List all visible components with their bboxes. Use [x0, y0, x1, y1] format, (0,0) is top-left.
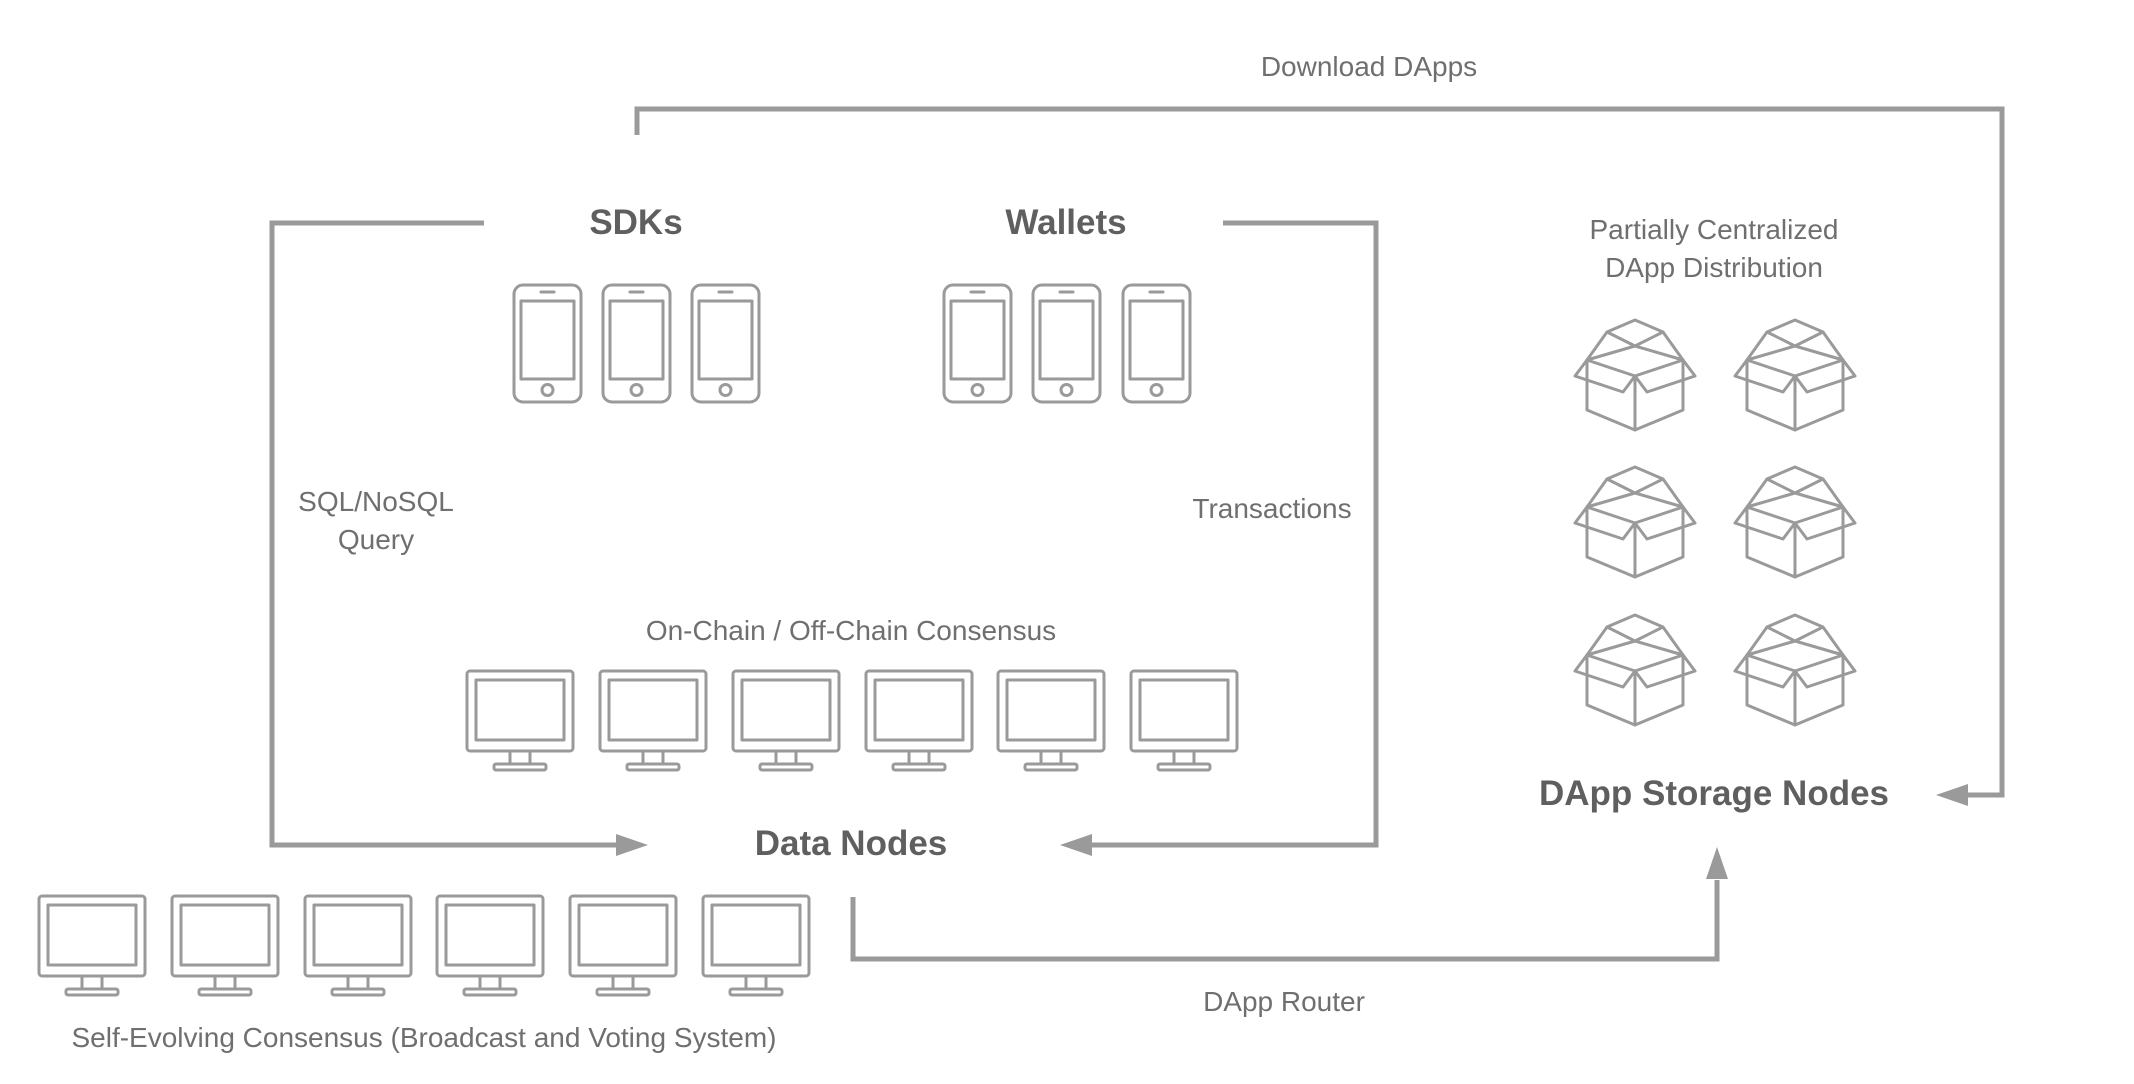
- open-box-icon: [1733, 318, 1857, 432]
- monitor-icon: [701, 894, 811, 997]
- data-nodes-heading: Data Nodes: [755, 824, 948, 863]
- connectors: [269, 106, 2005, 962]
- monitor-icon: [1129, 669, 1239, 772]
- sql-query-arrowhead: [616, 834, 648, 856]
- monitor-icon: [864, 669, 974, 772]
- monitor-icon: [465, 669, 575, 772]
- wallet-phones: [942, 283, 1192, 404]
- dapp-router-connector: [850, 880, 1720, 962]
- storage-boxes: [1573, 318, 1857, 727]
- data-node-monitors: [465, 669, 1239, 772]
- phone-icon: [1121, 283, 1192, 404]
- open-box-icon: [1733, 465, 1857, 579]
- monitor-icon: [598, 669, 708, 772]
- monitor-icon: [568, 894, 678, 997]
- monitor-icon: [37, 894, 147, 997]
- transactions-arrowhead: [1060, 834, 1092, 856]
- dapp-router-label: DApp Router: [1203, 986, 1365, 1017]
- sql-query-label-line1: SQL/NoSQL: [298, 486, 454, 517]
- wallets-heading: Wallets: [1005, 203, 1126, 242]
- transactions-connector: [1090, 220, 1379, 848]
- dapp-storage-nodes-heading: DApp Storage Nodes: [1539, 774, 1889, 813]
- sql-query-connector: [269, 220, 620, 848]
- self-evolving-consensus-label: Self-Evolving Consensus (Broadcast and V…: [71, 1022, 776, 1053]
- download-dapps-connector: [634, 106, 2005, 798]
- monitor-icon: [303, 894, 413, 997]
- transactions-label: Transactions: [1192, 493, 1351, 524]
- partially-centralized-label-line1: Partially Centralized: [1590, 214, 1839, 245]
- open-box-icon: [1573, 465, 1697, 579]
- phone-icon: [1031, 283, 1102, 404]
- open-box-icon: [1573, 613, 1697, 727]
- onchain-consensus-label: On-Chain / Off-Chain Consensus: [646, 615, 1056, 646]
- phone-icon: [601, 283, 672, 404]
- monitor-icon: [435, 894, 545, 997]
- sdks-heading: SDKs: [589, 203, 682, 242]
- phone-icon: [942, 283, 1013, 404]
- partially-centralized-label-line2: DApp Distribution: [1605, 252, 1823, 283]
- open-box-icon: [1733, 613, 1857, 727]
- download-dapps-label: Download DApps: [1261, 51, 1477, 82]
- monitor-icon: [731, 669, 841, 772]
- monitor-icon: [170, 894, 280, 997]
- phone-icon: [512, 283, 583, 404]
- dapp-router-arrowhead: [1706, 847, 1728, 879]
- consensus-monitors: [37, 894, 811, 997]
- open-box-icon: [1573, 318, 1697, 432]
- phone-icon: [690, 283, 761, 404]
- download-dapps-arrowhead: [1936, 784, 1968, 806]
- sdk-phones: [512, 283, 761, 404]
- sql-query-label-line2: Query: [338, 524, 414, 555]
- monitor-icon: [996, 669, 1106, 772]
